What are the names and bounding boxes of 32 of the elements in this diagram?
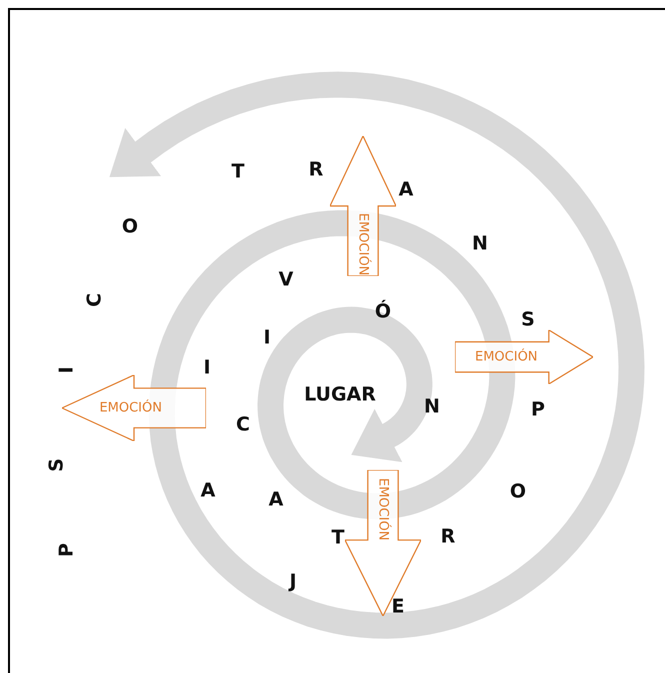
letter: O bbox=[510, 482, 526, 502]
letter: N bbox=[472, 234, 488, 254]
letter: T bbox=[232, 162, 244, 182]
arrow-label: EMOCIÓN bbox=[99, 402, 162, 414]
letter: I bbox=[263, 328, 271, 348]
emotion-arrow bbox=[345, 470, 421, 616]
letter: T bbox=[332, 528, 344, 548]
letter: N bbox=[424, 398, 440, 416]
letter: S bbox=[521, 310, 535, 330]
letter: P bbox=[58, 543, 76, 557]
letter: C bbox=[86, 293, 104, 307]
letter: E bbox=[392, 598, 404, 616]
emotion-arrow bbox=[455, 330, 593, 384]
emotion-arrow bbox=[330, 136, 396, 276]
letter: R bbox=[308, 160, 324, 180]
letter: V bbox=[278, 270, 294, 290]
letter: S bbox=[48, 458, 66, 472]
letter: I bbox=[58, 366, 76, 374]
letter: A bbox=[398, 180, 414, 200]
arrow-label: EMOCIÓN bbox=[475, 350, 538, 364]
letter: O bbox=[122, 218, 138, 236]
letter: J bbox=[289, 572, 297, 592]
letter: LUGAR bbox=[304, 386, 376, 404]
arrow-label: EMOCIÓN bbox=[376, 478, 390, 541]
letter: P bbox=[531, 400, 545, 420]
emotion-arrow bbox=[62, 375, 206, 441]
letter: I bbox=[203, 358, 211, 378]
letter: A bbox=[200, 482, 216, 500]
letter: C bbox=[236, 416, 250, 434]
letter: A bbox=[268, 490, 284, 510]
arrow-label: EMOCIÓN bbox=[356, 213, 370, 276]
letter: R bbox=[440, 528, 456, 546]
